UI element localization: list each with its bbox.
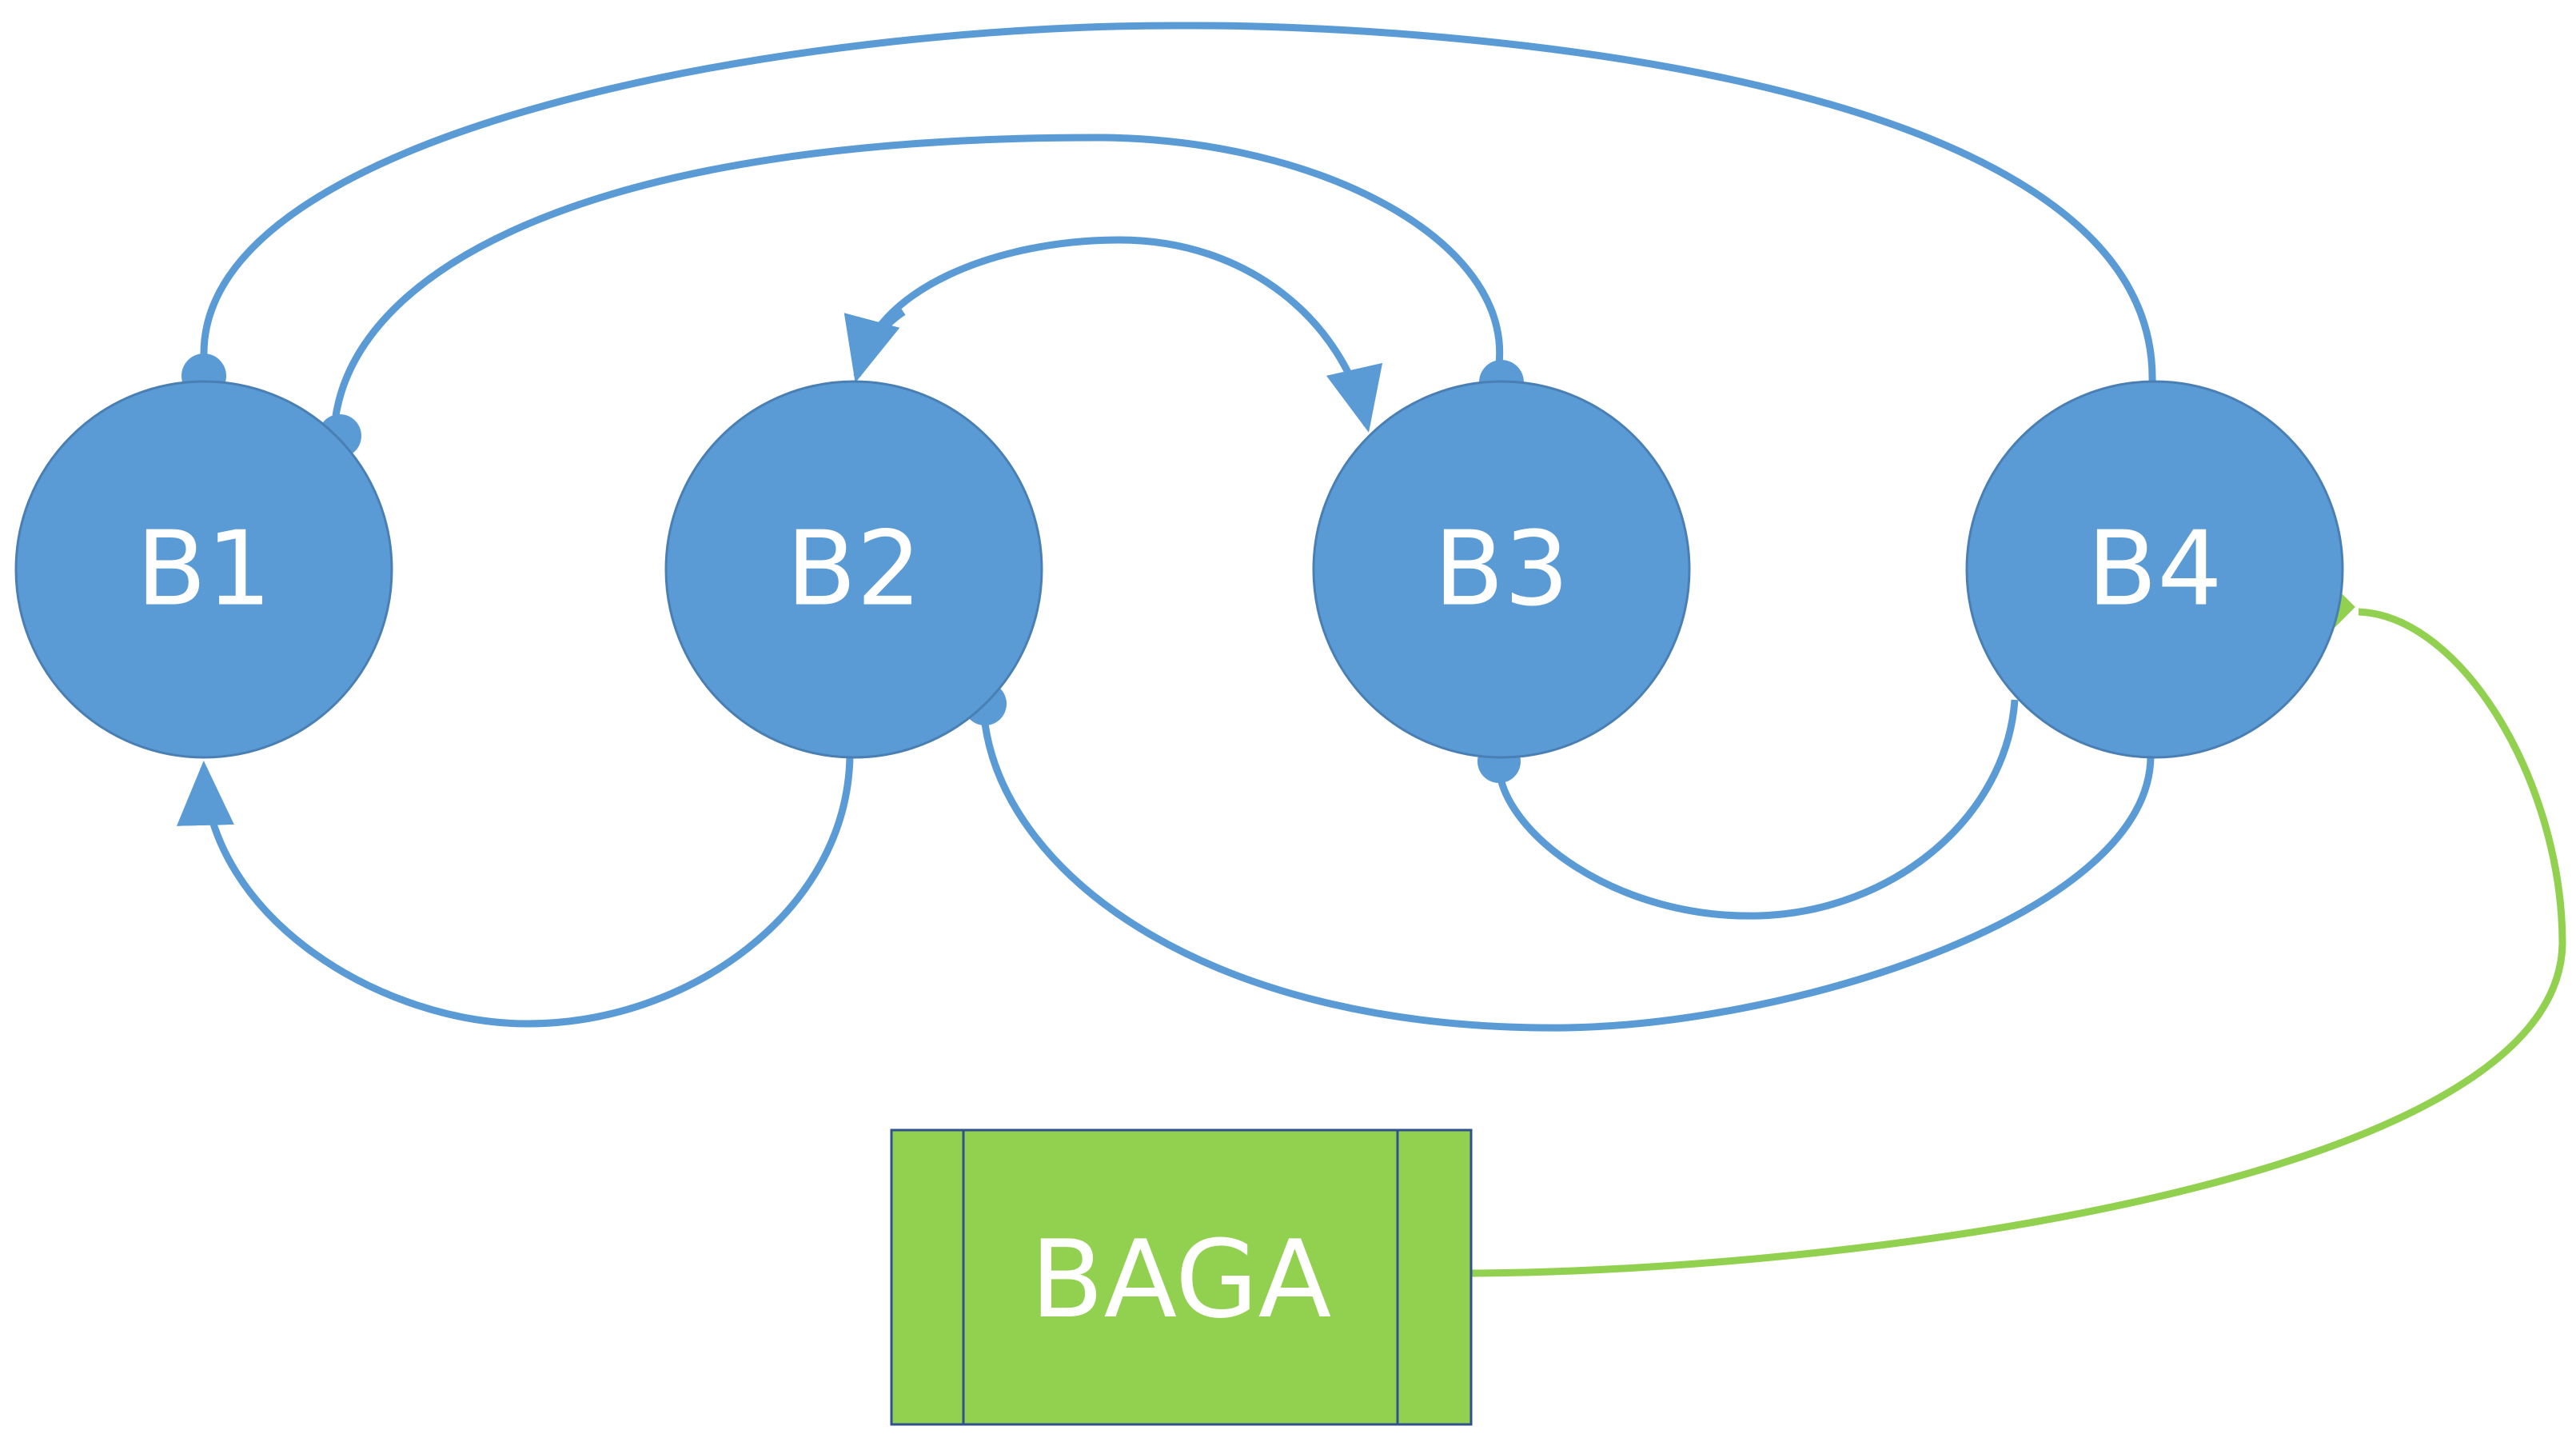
node-b3-label: B3 — [1434, 510, 1569, 629]
node-b3: B3 — [1312, 380, 1691, 759]
edge-b1-b3 — [332, 134, 1504, 417]
node-b1-label: B1 — [136, 510, 271, 629]
edge-b4-b2 — [981, 723, 2155, 1032]
box-baga: BAGA — [890, 1128, 1473, 1426]
edge-b4-b1 — [200, 22, 2156, 383]
node-b1: B1 — [14, 380, 393, 759]
node-b4-label: B4 — [2087, 510, 2222, 629]
edge-b2-b1 — [176, 755, 854, 1028]
edge-baga-b4 — [1470, 608, 2566, 1277]
edge-b4-b3 — [1495, 699, 2019, 920]
node-b2: B2 — [664, 380, 1043, 759]
edge-b3-b2-head — [843, 309, 906, 383]
box-baga-label: BAGA — [1031, 1217, 1332, 1342]
node-b4: B4 — [1965, 380, 2344, 759]
node-b2-label: B2 — [786, 510, 921, 629]
edge-b2-b3 — [853, 236, 1383, 433]
